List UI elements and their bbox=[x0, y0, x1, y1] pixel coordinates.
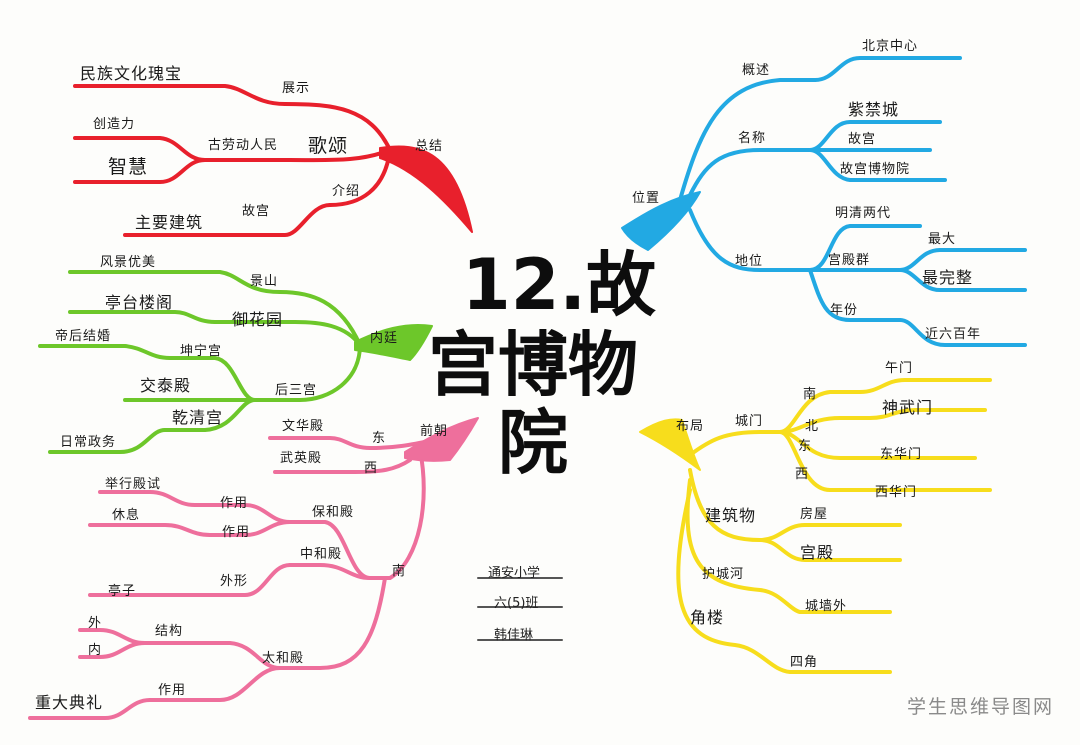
red-label-wisdom: 智慧 bbox=[108, 156, 149, 178]
yellow-label-north: 北 bbox=[805, 419, 820, 434]
pink-label-zhonghe: 中和殿 bbox=[300, 547, 343, 562]
red-label-creativity: 创造力 bbox=[93, 117, 136, 132]
yellow-label-shenwu: 神武门 bbox=[882, 398, 934, 417]
red-root-shape bbox=[379, 145, 473, 233]
blue-label-intact: 最完整 bbox=[922, 268, 974, 287]
yellow-label-outside: 城墙外 bbox=[805, 599, 848, 614]
blue-label-years: 年份 bbox=[830, 303, 859, 318]
pink-label-east: 东 bbox=[372, 431, 387, 446]
yellow-label-east: 东 bbox=[798, 439, 813, 454]
pink-label-rest: 休息 bbox=[112, 508, 141, 523]
yellow-label-gates: 城门 bbox=[735, 414, 764, 429]
pink-label-taihe: 太和殿 bbox=[262, 651, 305, 666]
yellow-branch-lines bbox=[676, 378, 992, 674]
blue-label-museum: 故宫博物院 bbox=[840, 162, 911, 177]
center-title-line1: 12.故 bbox=[462, 244, 657, 326]
blue-label-complex: 宫殿群 bbox=[828, 253, 871, 268]
blue-root-label: 位置 bbox=[632, 191, 661, 206]
pink-label-ceremony: 重大典礼 bbox=[35, 693, 104, 712]
signature-name: 韩佳琳 bbox=[494, 628, 534, 643]
red-root-label: 总结 bbox=[415, 139, 444, 154]
pink-label-shape: 外形 bbox=[220, 574, 249, 589]
blue-root-shape bbox=[621, 191, 701, 251]
green-label-three: 后三宫 bbox=[275, 383, 318, 398]
green-label-qianqing: 乾清宫 bbox=[172, 408, 224, 427]
pink-label-exam: 举行殿试 bbox=[105, 477, 162, 492]
red-label-palace: 故宫 bbox=[242, 204, 271, 219]
green-label-wedding: 帝后结婚 bbox=[55, 329, 112, 344]
blue-label-overview: 概述 bbox=[742, 63, 771, 78]
pink-label-use1: 作用 bbox=[220, 496, 249, 511]
red-label-people: 古劳动人民 bbox=[208, 138, 279, 153]
pink-label-wuying: 武英殿 bbox=[280, 451, 323, 466]
pink-label-baohe: 保和殿 bbox=[312, 505, 355, 520]
pink-label-wenhua: 文华殿 bbox=[282, 419, 325, 434]
green-label-kunning: 坤宁宫 bbox=[180, 344, 223, 359]
red-label-buildings: 主要建筑 bbox=[135, 213, 204, 232]
red-label-praise: 歌颂 bbox=[308, 135, 349, 157]
pink-label-use3: 作用 bbox=[158, 683, 187, 698]
yellow-root-shape bbox=[639, 418, 701, 471]
yellow-label-palaces: 宫殿 bbox=[800, 543, 835, 562]
pink-label-outer: 外 bbox=[88, 616, 103, 631]
center-title-line3: 院 bbox=[498, 402, 568, 484]
green-label-jingshan: 景山 bbox=[250, 274, 279, 289]
green-label-daily: 日常政务 bbox=[60, 435, 117, 450]
green-label-scenery: 风景优美 bbox=[100, 255, 157, 270]
signature-school: 通安小学 bbox=[488, 566, 541, 581]
pink-label-west: 西 bbox=[364, 461, 379, 476]
blue-label-status: 地位 bbox=[735, 254, 764, 269]
red-label-show: 展示 bbox=[282, 81, 311, 96]
pink-label-south: 南 bbox=[392, 564, 407, 579]
yellow-label-south: 南 bbox=[803, 387, 818, 402]
pink-label-structure: 结构 bbox=[155, 624, 184, 639]
green-label-pavilions: 亭台楼阁 bbox=[105, 293, 174, 312]
blue-label-sixhundred: 近六百年 bbox=[925, 327, 982, 342]
signature-class: 六(5)班 bbox=[494, 596, 539, 611]
blue-label-name: 名称 bbox=[738, 131, 767, 146]
pink-label-pavilion: 亭子 bbox=[108, 584, 137, 599]
yellow-label-donghua: 东华门 bbox=[880, 447, 923, 462]
yellow-label-houses: 房屋 bbox=[800, 507, 829, 522]
blue-branch-lines bbox=[678, 56, 1027, 347]
blue-label-gugong: 故宫 bbox=[848, 132, 877, 147]
watermark-text: 学生思维导图网 bbox=[906, 696, 1054, 718]
yellow-label-buildings: 建筑物 bbox=[705, 506, 757, 525]
yellow-label-xihua: 西华门 bbox=[875, 485, 918, 500]
blue-label-forbidden: 紫禁城 bbox=[848, 100, 900, 119]
yellow-root-label: 布局 bbox=[676, 419, 705, 434]
yellow-label-corners: 四角 bbox=[790, 655, 819, 670]
center-title-line2: 宫博物 bbox=[428, 324, 638, 406]
green-root-label: 内廷 bbox=[370, 331, 399, 346]
pink-root-label: 前朝 bbox=[420, 424, 449, 439]
yellow-label-turret: 角楼 bbox=[690, 608, 725, 627]
signature-lines bbox=[477, 577, 563, 641]
green-label-jiaotai: 交泰殿 bbox=[140, 376, 192, 395]
pink-label-inner: 内 bbox=[88, 643, 103, 658]
red-label-intro: 介绍 bbox=[332, 184, 361, 199]
blue-label-biggest: 最大 bbox=[928, 232, 957, 247]
yellow-label-wumen: 午门 bbox=[885, 361, 914, 376]
pink-branch-lines bbox=[28, 436, 437, 720]
yellow-label-moat: 护城河 bbox=[702, 567, 745, 582]
green-label-garden: 御花园 bbox=[232, 310, 284, 329]
blue-label-mingqing: 明清两代 bbox=[835, 206, 892, 221]
green-branch-lines bbox=[38, 270, 362, 454]
green-root-shape bbox=[354, 323, 433, 361]
red-label-treasure: 民族文化瑰宝 bbox=[80, 64, 183, 83]
pink-root-shape bbox=[404, 417, 479, 462]
blue-label-center: 北京中心 bbox=[862, 39, 919, 54]
pink-label-use2: 作用 bbox=[222, 525, 251, 540]
yellow-label-west: 西 bbox=[795, 467, 810, 482]
